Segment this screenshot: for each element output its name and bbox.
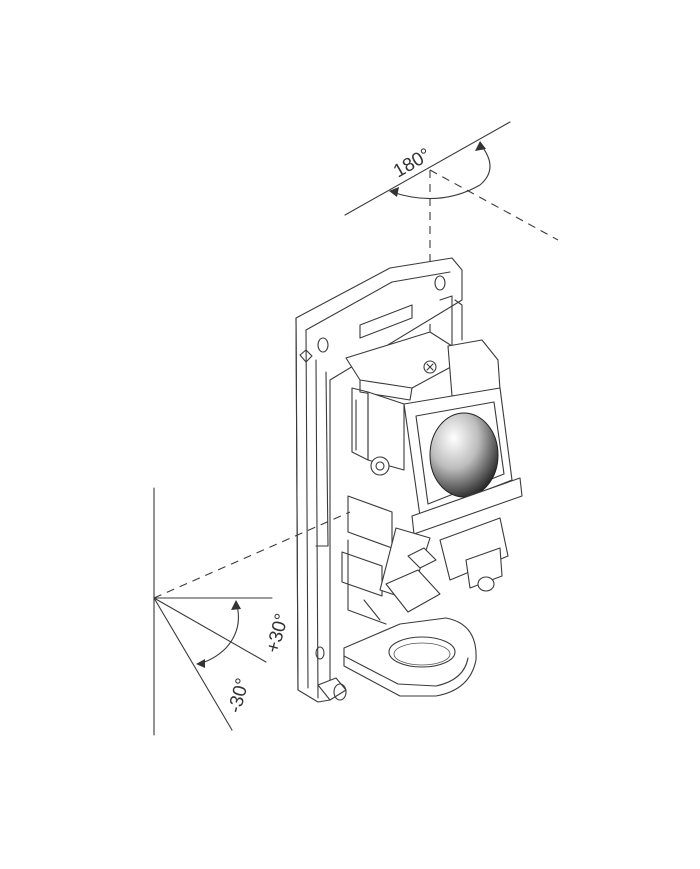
wall-bracket: [295, 257, 463, 703]
tilt-angle-indicator: +30° -30°: [153, 487, 351, 736]
tilt-up-label: +30°: [263, 611, 294, 655]
pan-axis-line: [344, 121, 511, 216]
arrowhead-icon: [475, 141, 486, 151]
arrowhead-icon: [389, 187, 399, 197]
screw-icon: [423, 360, 437, 374]
camera-view-axis: [153, 511, 351, 599]
lower-mechanism: [341, 477, 523, 697]
arrowhead-icon: [231, 600, 241, 610]
tilt-down-label: -30°: [225, 676, 254, 715]
tilt-arc-arrow: [197, 601, 239, 665]
camera-housing: [345, 331, 513, 517]
tilt-plus-line: [153, 597, 267, 663]
arrowhead-icon: [196, 659, 205, 668]
pan-reference-dashed-line: [429, 169, 559, 241]
ring-hole: [388, 636, 456, 668]
tilt-knob: [370, 456, 390, 476]
ring-mount: [343, 617, 477, 697]
mounting-hole: [315, 646, 325, 660]
mounting-hole: [317, 337, 329, 353]
tilt-minus-line: [153, 597, 233, 731]
camera-lens: [429, 412, 499, 498]
mounting-hole: [434, 275, 446, 291]
pan-arc-arrow: [391, 143, 491, 200]
